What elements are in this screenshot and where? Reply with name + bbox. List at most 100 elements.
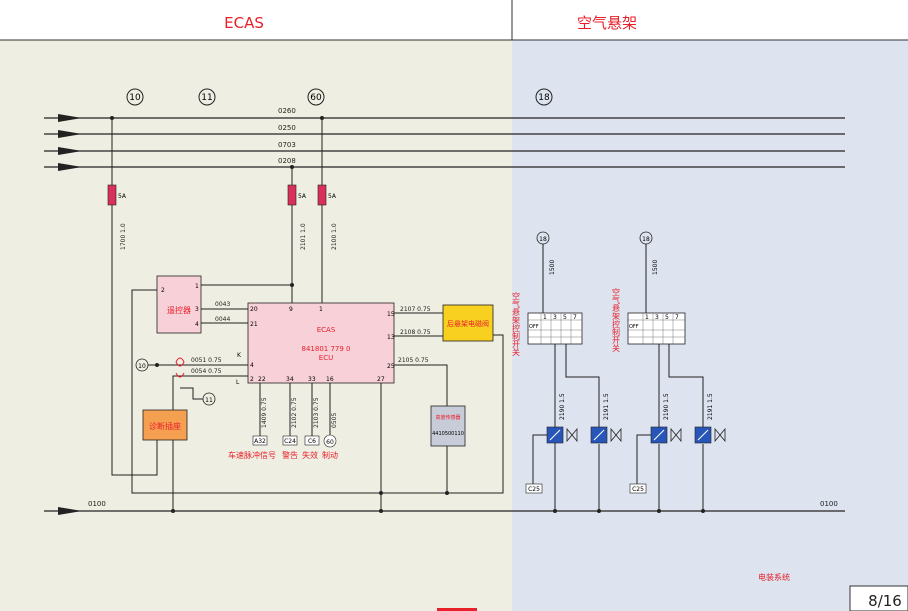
connector-tags: A32 C24 C6 60 bbox=[252, 434, 337, 448]
valve-symbol-2a bbox=[670, 427, 682, 443]
wire-1409: 1409 0.75 bbox=[261, 397, 268, 428]
sw2-pin-5: 5 bbox=[665, 314, 669, 321]
conn-c6: C6 bbox=[308, 438, 316, 445]
signal-fail: 失效 bbox=[302, 450, 318, 460]
header-bar bbox=[0, 0, 908, 40]
wire-2102: 2102 0.75 bbox=[291, 397, 298, 428]
control-switch-2 bbox=[627, 312, 686, 345]
switch2-ref-18: 18 bbox=[642, 236, 650, 243]
ecu-pin-4: 4 bbox=[250, 362, 254, 369]
diag-label: 诊断插座 bbox=[149, 421, 181, 431]
wire-2107: 2107 0.75 bbox=[400, 306, 431, 313]
signal-speed: 车速脉冲信号 bbox=[228, 450, 276, 460]
wire-2190-a: 2190 1.5 bbox=[559, 393, 566, 420]
fuses: 5A 5A 5A bbox=[107, 184, 337, 206]
wire-2103: 2103 0.75 bbox=[313, 397, 320, 428]
bottom-red-mark bbox=[437, 608, 477, 611]
remote-label: 遥控器 bbox=[167, 305, 191, 315]
ecu-title: ECAS bbox=[317, 326, 336, 334]
bus-0260: 0260 bbox=[278, 107, 296, 115]
wire-1700: 1700 1.0 bbox=[120, 223, 127, 250]
switch1-ref-18: 18 bbox=[539, 236, 547, 243]
power-buses bbox=[44, 117, 845, 512]
page-number: 8/16 bbox=[868, 592, 902, 610]
ecu-pin-22: 22 bbox=[258, 376, 266, 383]
ecu-pin-2: 2 bbox=[250, 376, 254, 383]
column-11: 11 bbox=[201, 93, 212, 103]
sw2-off: OFF bbox=[629, 324, 639, 330]
fuse-3 bbox=[317, 184, 327, 206]
ecas-title: ECAS bbox=[224, 14, 264, 32]
conn-a32: A32 bbox=[254, 438, 266, 445]
footer-label: 电装系统 bbox=[758, 572, 790, 582]
wire-1500-b: 1500 bbox=[652, 260, 659, 275]
bus-arrows bbox=[58, 114, 82, 515]
ecu-pin-21: 21 bbox=[250, 321, 258, 328]
ecu-sub: ECU bbox=[319, 354, 333, 362]
sw1-label: 空气悬架控制开关 bbox=[512, 291, 521, 357]
ecu-pin-33: 33 bbox=[308, 376, 316, 383]
sw2-label: 空气悬架控制开关 bbox=[612, 287, 621, 353]
bus-0208: 0208 bbox=[278, 157, 296, 165]
ref-circle-10: 10 bbox=[138, 363, 146, 370]
ecu-pin-9: 9 bbox=[289, 306, 293, 313]
rear-suspension-valve bbox=[442, 304, 494, 342]
wire-0044: 0044 bbox=[215, 316, 230, 323]
fuse-2-rating: 5A bbox=[298, 193, 307, 200]
ground-tag-2: C25 bbox=[632, 486, 644, 493]
air-suspension-panel-bg bbox=[512, 0, 908, 611]
air-switch-group-2: 18 1500 1 3 5 7 OFF 空气悬架控制开关 2190 1.5 21… bbox=[612, 231, 726, 511]
ecu-pin-15: 15 bbox=[387, 311, 395, 318]
sw2-pin-7: 7 bbox=[675, 314, 679, 321]
height-sensor-part: 4410500110 bbox=[432, 431, 464, 437]
remote-pin-2: 2 bbox=[161, 287, 165, 294]
sw1-pin-5: 5 bbox=[563, 314, 567, 321]
wire-1500-a: 1500 bbox=[549, 260, 556, 275]
ecu-pin-1: 1 bbox=[319, 306, 323, 313]
height-sensor bbox=[430, 405, 466, 447]
column-60: 60 bbox=[310, 93, 322, 103]
ecu-module bbox=[247, 302, 395, 384]
ecu-pin-13: 13 bbox=[387, 334, 395, 341]
sw1-off: OFF bbox=[529, 324, 539, 330]
remote-controller bbox=[156, 275, 202, 334]
wire-0043: 0043 bbox=[215, 301, 230, 308]
valve-symbol-2b bbox=[714, 427, 726, 443]
signal-brake: 制动 bbox=[322, 450, 338, 460]
diagnostic-socket bbox=[142, 409, 188, 441]
sw2-pin-1: 1 bbox=[645, 314, 649, 321]
column-markers: 10 11 60 18 bbox=[126, 88, 553, 106]
valve-symbol-1b bbox=[610, 427, 622, 443]
ecu-part-number: 841801 779 0 bbox=[302, 345, 351, 353]
ecu-mark-l: L bbox=[236, 379, 240, 386]
ecu-pin-34: 34 bbox=[286, 376, 294, 383]
ecas-wires bbox=[111, 118, 504, 511]
wire-0051: 0051 0.75 bbox=[191, 357, 222, 364]
bus-0703: 0703 bbox=[278, 141, 296, 149]
fuse-2 bbox=[287, 184, 297, 206]
rear-valve-label: 后悬架电磁阀 bbox=[447, 319, 489, 328]
remote-pin-4: 4 bbox=[195, 321, 199, 328]
air-switch-group-1: 18 1500 1 3 5 7 OFF 空气悬架控制开关 2190 1.5 21… bbox=[512, 231, 622, 511]
ecu-pin-16: 16 bbox=[326, 376, 334, 383]
fuse-1 bbox=[107, 184, 117, 206]
wire-2191-b: 2191 1.5 bbox=[707, 393, 714, 420]
height-sensor-label: 高度传感器 bbox=[435, 414, 460, 421]
control-switch-1 bbox=[527, 312, 583, 345]
wire-2101: 2101 1.0 bbox=[300, 223, 307, 250]
signal-warn: 警告 bbox=[282, 450, 298, 460]
sw2-pin-3: 3 bbox=[655, 314, 659, 321]
air-suspension-title: 空气悬架 bbox=[577, 14, 637, 32]
ground-tag-1: C25 bbox=[528, 486, 540, 493]
wire-0054: 0054 0.75 bbox=[191, 368, 222, 375]
page-number-box bbox=[849, 585, 908, 611]
wire-2100: 2100 1.0 bbox=[331, 223, 338, 250]
column-10: 10 bbox=[129, 93, 141, 103]
remote-pin-1: 1 bbox=[195, 283, 199, 290]
ground-bus-label-right: 0100 bbox=[820, 500, 838, 508]
twisted-pair-mark bbox=[175, 357, 185, 378]
column-18: 18 bbox=[538, 93, 550, 103]
ecu-mark-k: K bbox=[237, 352, 242, 359]
